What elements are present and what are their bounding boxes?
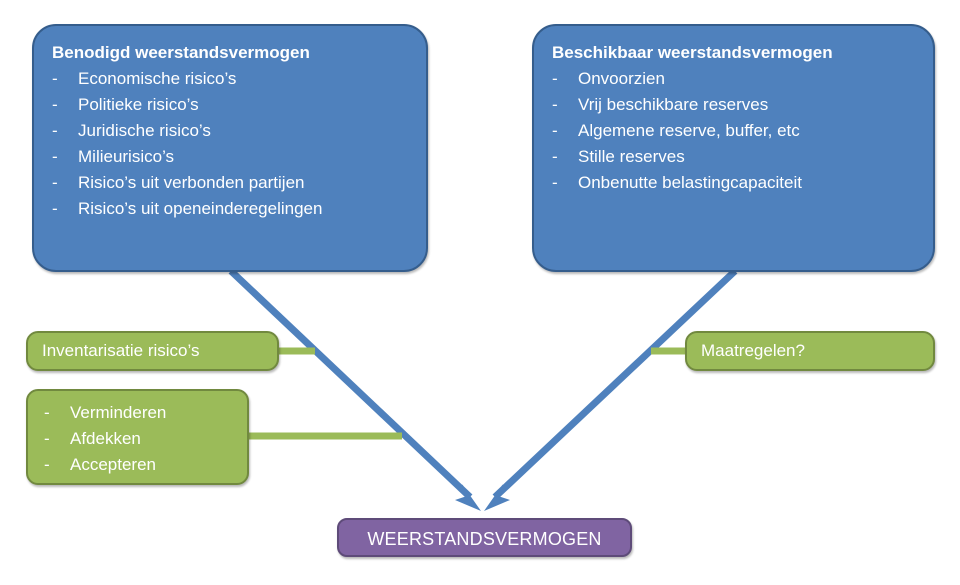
- node-maatregelen-label: Maatregelen?: [701, 341, 805, 360]
- node-inventarisatie-risicos[interactable]: Inventarisatie risico’s: [26, 331, 279, 371]
- bullet-dash: -: [552, 147, 558, 166]
- bullet-dash: -: [552, 121, 558, 140]
- node-acties-list: - Verminderen - Afdekken - Accepteren: [44, 400, 247, 478]
- node-weerstandsvermogen-label: WEERSTANDSVERMOGEN: [367, 529, 602, 549]
- list-item-label: Stille reserves: [578, 147, 685, 166]
- list-item-label: Algemene reserve, buffer, etc: [578, 121, 800, 140]
- node-benodigd-heading: Benodigd weerstandsvermogen: [52, 43, 310, 62]
- list-item-label: Risico’s uit openeinderegelingen: [78, 199, 323, 218]
- list-item: - Risico’s uit openeinderegelingen: [52, 196, 426, 222]
- node-maatregelen[interactable]: Maatregelen?: [685, 331, 935, 371]
- list-item-label: Accepteren: [70, 455, 156, 474]
- bullet-dash: -: [552, 173, 558, 192]
- node-benodigd-list: - Economische risico’s - Politieke risico’…: [52, 66, 426, 222]
- node-benodigd-weerstandsvermogen[interactable]: Benodigd weerstandsvermogen - Economische…: [32, 24, 428, 272]
- list-item: - Juridische risico’s: [52, 118, 426, 144]
- list-item: - Milieurisico’s: [52, 144, 426, 170]
- list-item: - Risico’s uit verbonden partijen: [52, 170, 426, 196]
- node-inventarisatie-label: Inventarisatie risico’s: [42, 341, 200, 360]
- list-item-label: Milieurisico’s: [78, 147, 175, 166]
- list-item-label: Onbenutte belastingcapaciteit: [578, 173, 802, 192]
- list-item-label: Risico’s uit verbonden partijen: [78, 173, 305, 192]
- list-item-label: Onvoorzien: [578, 69, 665, 88]
- list-item: - Stille reserves: [552, 144, 933, 170]
- list-item-label: Vrij beschikbare reserves: [578, 95, 769, 114]
- node-beschikbaar-heading: Beschikbaar weerstandsvermogen: [552, 43, 833, 62]
- list-item-label: Verminderen: [70, 403, 167, 422]
- list-item: - Onvoorzien: [552, 66, 933, 92]
- arrow-beschikbaar-to-weerstandsvermogen: [484, 268, 738, 511]
- list-item: - Economische risico’s: [52, 66, 426, 92]
- bullet-dash: -: [552, 69, 558, 88]
- list-item: - Afdekken: [44, 426, 247, 452]
- list-item: - Vrij beschikbare reserves: [552, 92, 933, 118]
- node-beschikbaar-list: - Onvoorzien - Vrij beschikbare reserves -…: [552, 66, 933, 196]
- list-item: - Algemene reserve, buffer, etc: [552, 118, 933, 144]
- list-item-label: Economische risico’s: [78, 69, 237, 88]
- bullet-dash: -: [552, 95, 558, 114]
- list-item-label: Politieke risico’s: [78, 95, 199, 114]
- list-item-label: Juridische risico’s: [78, 121, 211, 140]
- bullet-dash: -: [44, 455, 50, 474]
- list-item: - Verminderen: [44, 400, 247, 426]
- list-item: - Politieke risico’s: [52, 92, 426, 118]
- list-item: - Onbenutte belastingcapaciteit: [552, 170, 933, 196]
- bullet-dash: -: [52, 121, 58, 140]
- bullet-dash: -: [52, 95, 58, 114]
- node-maatregelen-acties[interactable]: - Verminderen - Afdekken - Accepteren: [26, 389, 249, 485]
- list-item: - Accepteren: [44, 452, 247, 478]
- bullet-dash: -: [44, 429, 50, 448]
- bullet-dash: -: [44, 403, 50, 422]
- bullet-dash: -: [52, 173, 58, 192]
- node-weerstandsvermogen[interactable]: WEERSTANDSVERMOGEN: [337, 518, 632, 557]
- arrow-benodigd-to-weerstandsvermogen: [228, 268, 481, 511]
- bullet-dash: -: [52, 199, 58, 218]
- list-item-label: Afdekken: [70, 429, 141, 448]
- bullet-dash: -: [52, 147, 58, 166]
- bullet-dash: -: [52, 69, 58, 88]
- node-beschikbaar-weerstandsvermogen[interactable]: Beschikbaar weerstandsvermogen - Onvoorzi…: [532, 24, 935, 272]
